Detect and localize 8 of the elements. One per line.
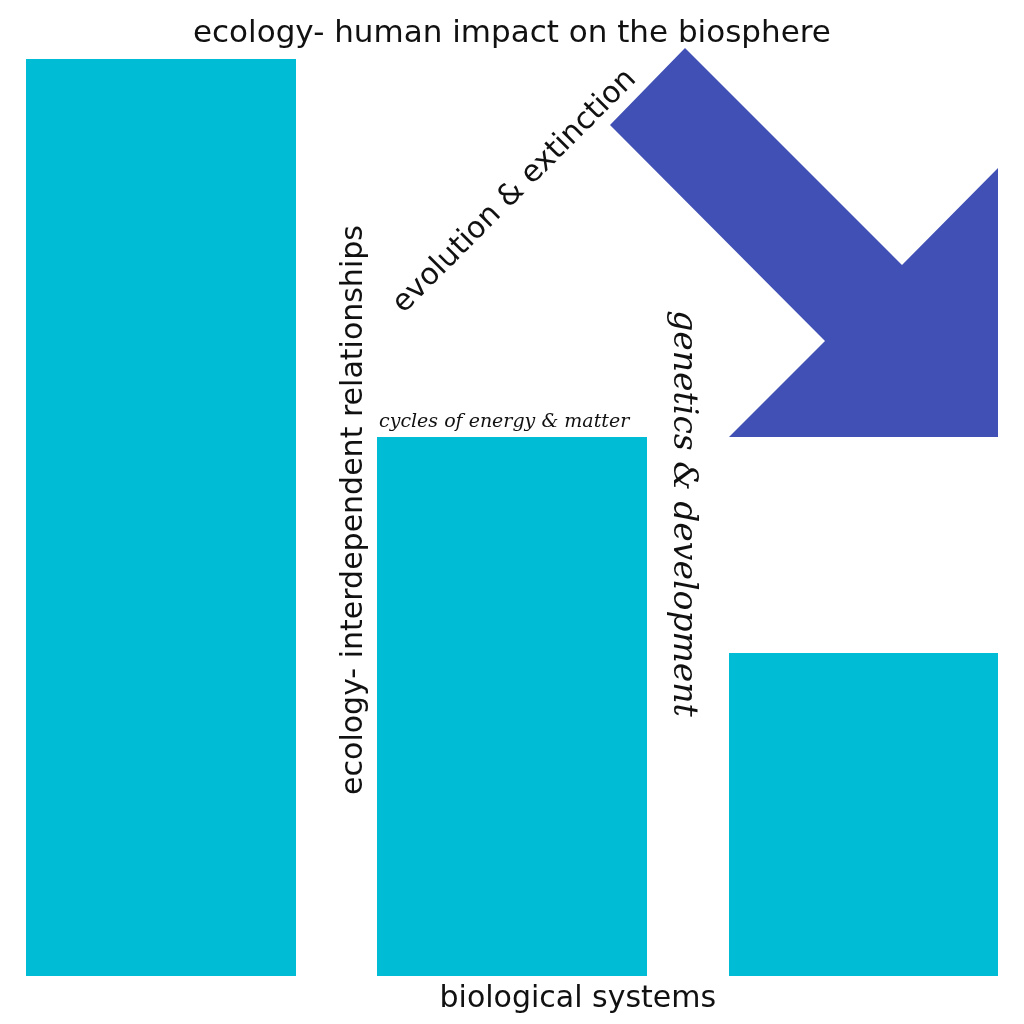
node-label: cycles of energy & matter — [379, 410, 630, 430]
topic-label: genetics & development — [668, 309, 702, 717]
bar — [377, 437, 647, 976]
bar — [729, 653, 998, 976]
topic-label: ecology- interdependent relationships — [336, 225, 367, 795]
title: ecology- human impact on the biosphere — [193, 15, 831, 47]
axis-label: biological systems — [439, 982, 717, 1012]
bar — [26, 59, 296, 976]
